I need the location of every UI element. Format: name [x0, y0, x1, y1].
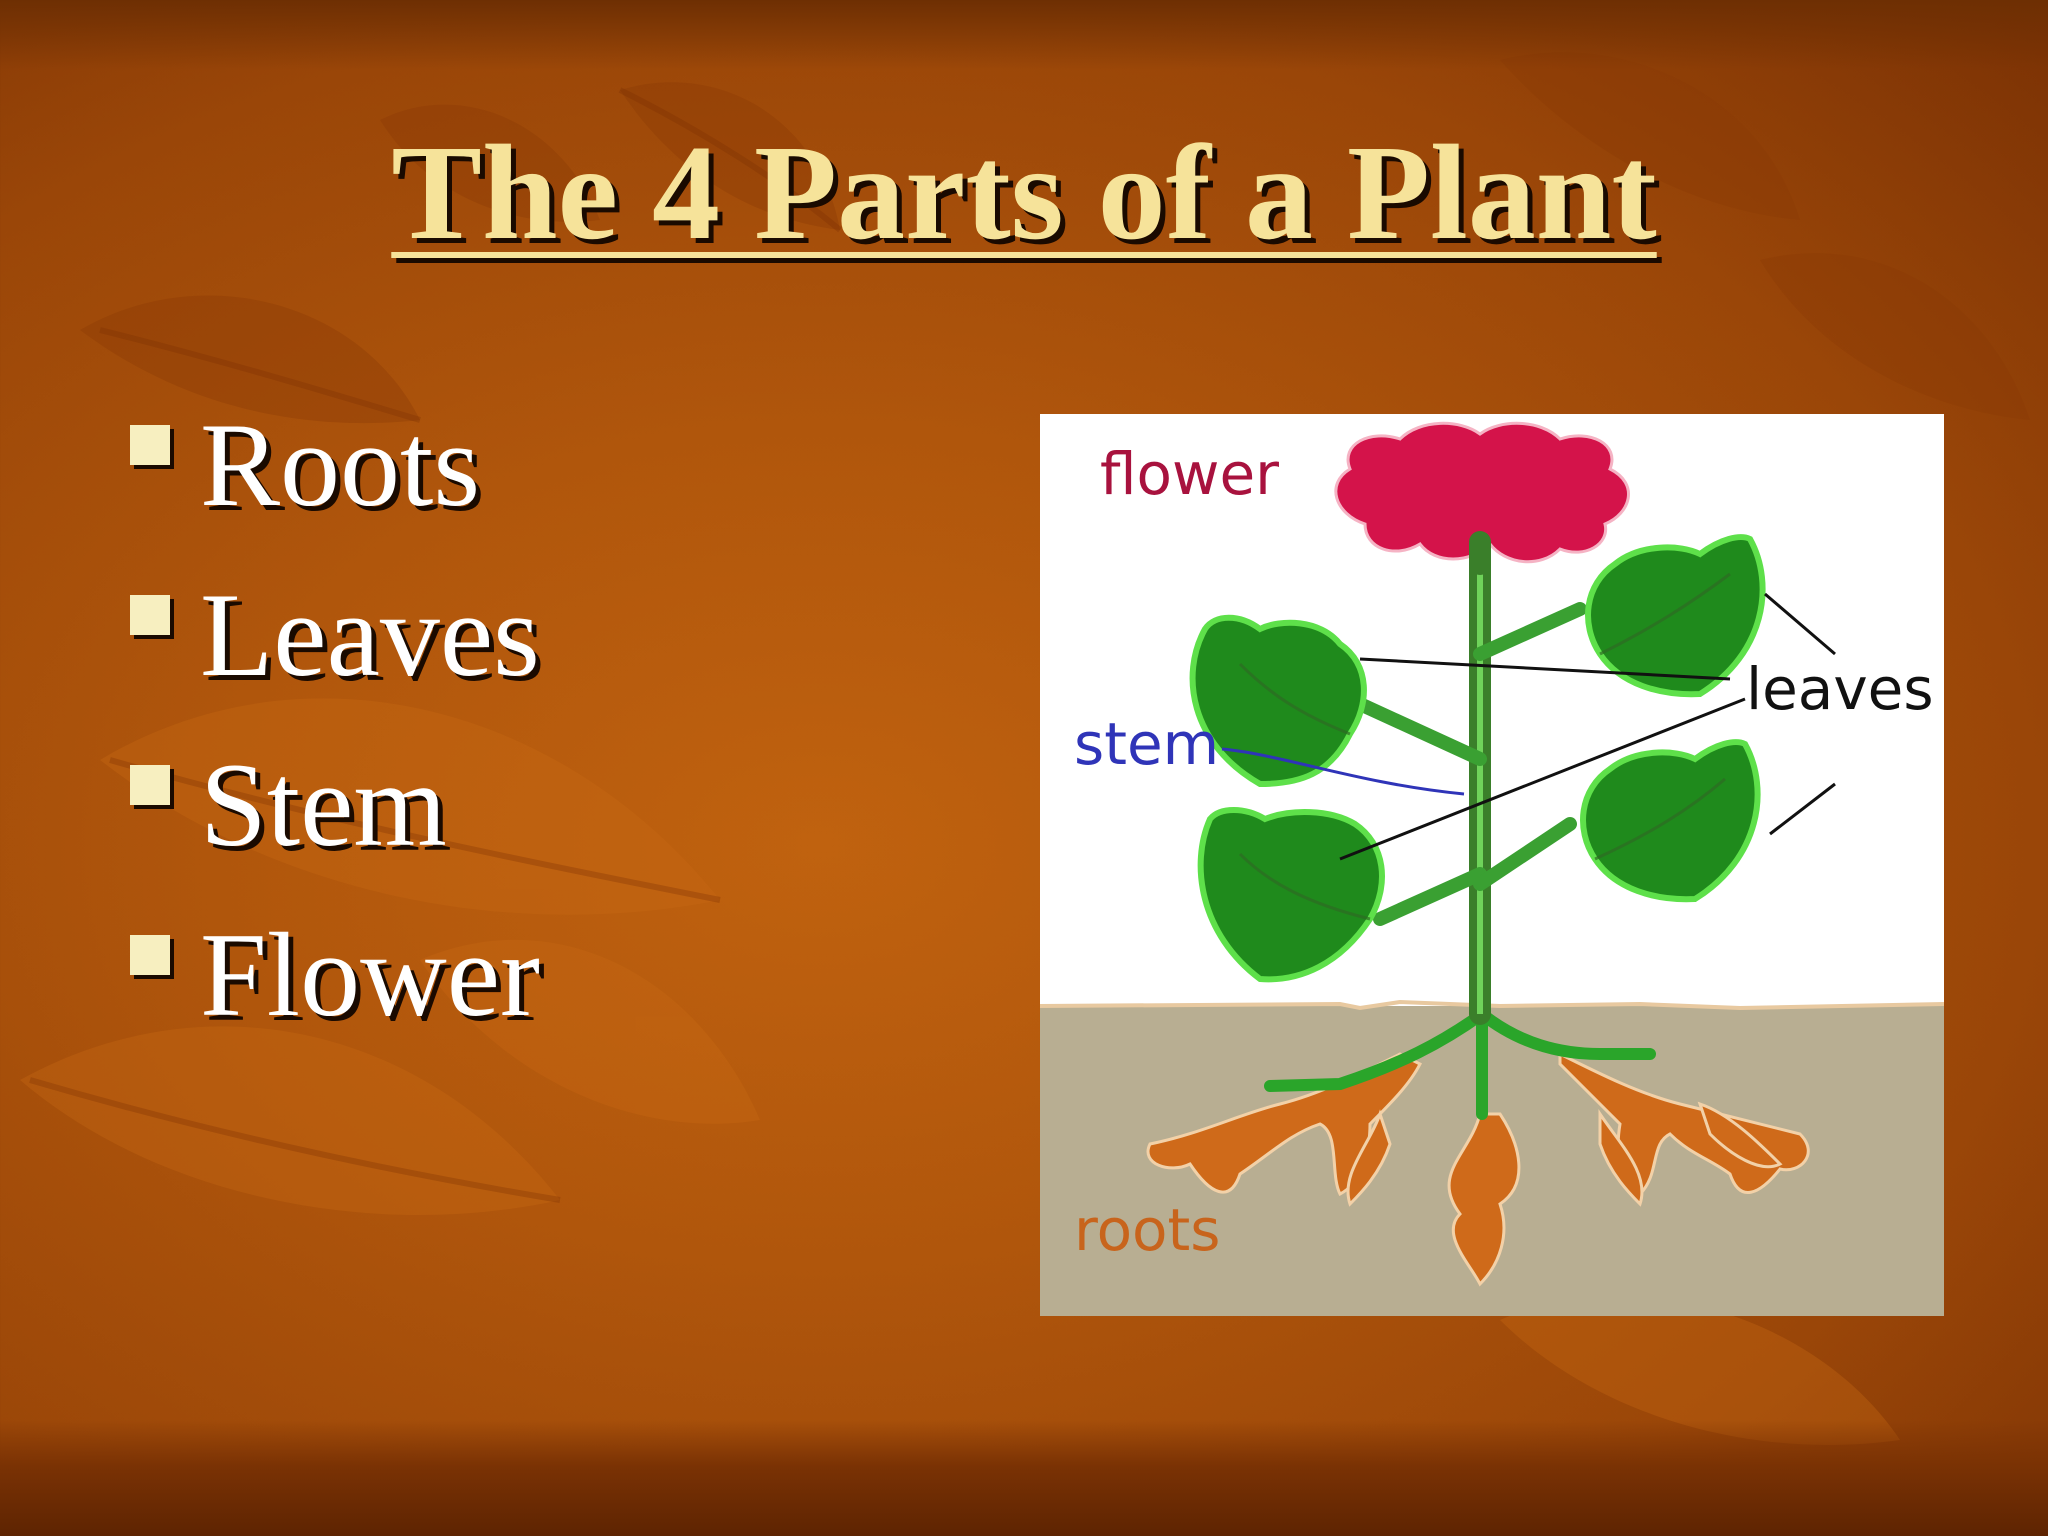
- plant-diagram: flower leaves stem roots: [1040, 414, 1944, 1316]
- top-shading: [0, 0, 2048, 70]
- flower-shape: [1334, 421, 1630, 564]
- bullet-square-icon: [130, 595, 170, 635]
- leaves-label: leaves: [1746, 655, 1934, 723]
- bullet-item-leaves: Leaves: [130, 550, 540, 720]
- plant-diagram-svg: flower leaves stem roots: [1040, 414, 1944, 1316]
- roots-shape: [1146, 1051, 1810, 1287]
- leaf-lower-left: [1197, 807, 1385, 983]
- roots-label: roots: [1074, 1196, 1221, 1264]
- bullet-square-icon: [130, 935, 170, 975]
- stem-leader-line: [1221, 747, 1465, 796]
- leaves-leader-lines: [1339, 592, 1836, 861]
- bullet-item-stem: Stem: [130, 720, 540, 890]
- bottom-shading: [0, 1420, 2048, 1536]
- bullet-item-flower: Flower: [130, 890, 540, 1060]
- bullet-list: Roots Leaves Stem Flower: [130, 380, 540, 1060]
- bullet-text: Roots: [200, 398, 481, 531]
- leaf-lower-right: [1580, 739, 1761, 903]
- leaf-upper-left: [1189, 614, 1367, 788]
- leaf-petioles: [1353, 602, 1587, 926]
- flower-label: flower: [1100, 440, 1279, 508]
- stem-label: stem: [1074, 710, 1219, 778]
- soil-line: [1040, 999, 1944, 1011]
- bullet-text: Flower: [200, 908, 540, 1041]
- bullet-item-roots: Roots: [130, 380, 540, 550]
- bullet-square-icon: [130, 425, 170, 465]
- bullet-text: Leaves: [200, 568, 540, 701]
- leaf-upper-right: [1585, 534, 1766, 698]
- leaves-shape: [1189, 534, 1766, 983]
- slide-title: The 4 Parts of a Plant: [391, 118, 1657, 268]
- leaf-veins: [1238, 572, 1731, 921]
- bullet-text: Stem: [200, 738, 447, 871]
- root-stems: [1264, 1002, 1656, 1120]
- bullet-square-icon: [130, 765, 170, 805]
